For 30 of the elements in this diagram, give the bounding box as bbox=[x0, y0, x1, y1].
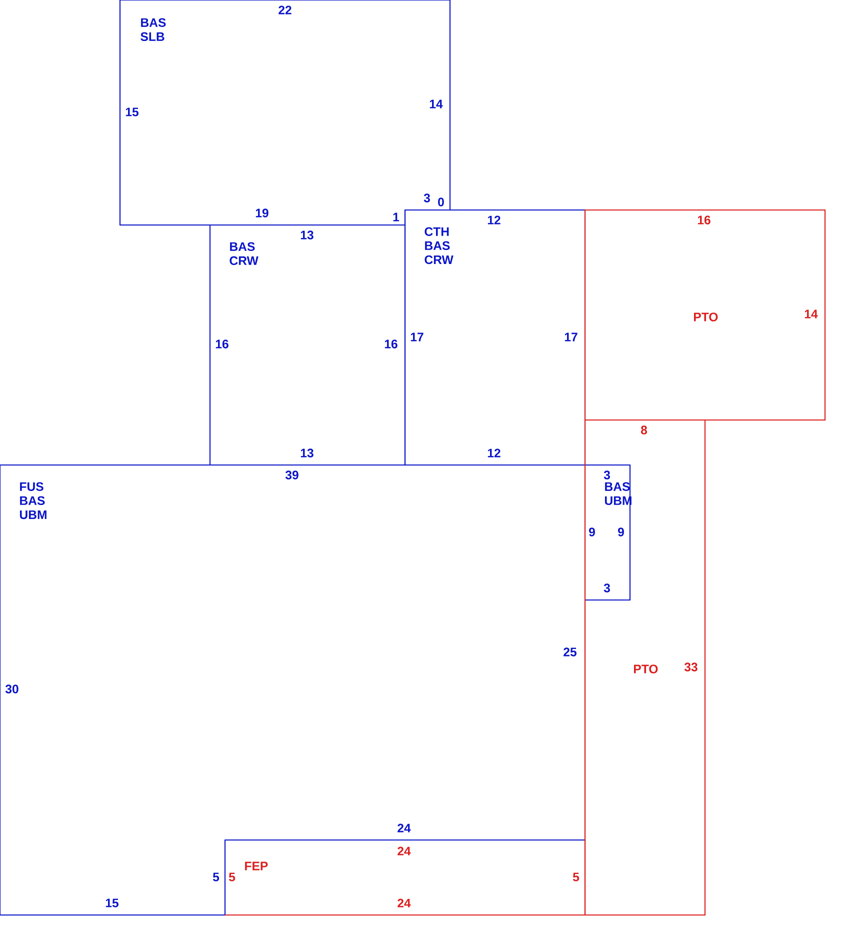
dimension-label: 22 bbox=[278, 6, 292, 14]
dimension-label: 13 bbox=[300, 230, 314, 240]
dimension-label: 13 bbox=[300, 448, 314, 458]
dimension-label: 12 bbox=[488, 448, 500, 458]
dimension-label: 25 bbox=[564, 648, 576, 656]
dimension-label: 16 bbox=[216, 340, 228, 348]
dimension-label: 16 bbox=[698, 216, 710, 224]
dimension-label: 9 bbox=[618, 528, 624, 536]
dimension-label: 14 bbox=[804, 310, 818, 318]
dimension-label: 0 bbox=[438, 198, 444, 206]
dimension-label: 30 bbox=[5, 684, 18, 694]
dimension-label: 33 bbox=[684, 662, 698, 672]
dimension-label: 9 bbox=[589, 528, 595, 536]
dimension-label: 3 bbox=[424, 194, 430, 202]
dimension-label: 24 bbox=[398, 898, 411, 908]
dimension-label: 17 bbox=[564, 332, 578, 342]
dimension-label: 24 bbox=[398, 846, 411, 856]
dimension-label: 15 bbox=[106, 898, 118, 908]
dimension-label: 14 bbox=[430, 100, 443, 108]
dimension-label: 5 bbox=[228, 872, 236, 882]
dimension-label: 3 bbox=[604, 470, 610, 480]
dimension-label: 19 bbox=[256, 208, 268, 218]
dimension-label: 8 bbox=[640, 426, 648, 434]
dimension-label: 1 bbox=[393, 212, 400, 222]
dimension-label: 12 bbox=[488, 216, 500, 224]
dimension-label: 15 bbox=[126, 108, 138, 116]
dimension-label: 17 bbox=[410, 332, 424, 342]
dimension-label: 16 bbox=[384, 340, 398, 348]
dimension-label: 3 bbox=[604, 584, 610, 592]
dimension-label: 5 bbox=[572, 872, 580, 882]
